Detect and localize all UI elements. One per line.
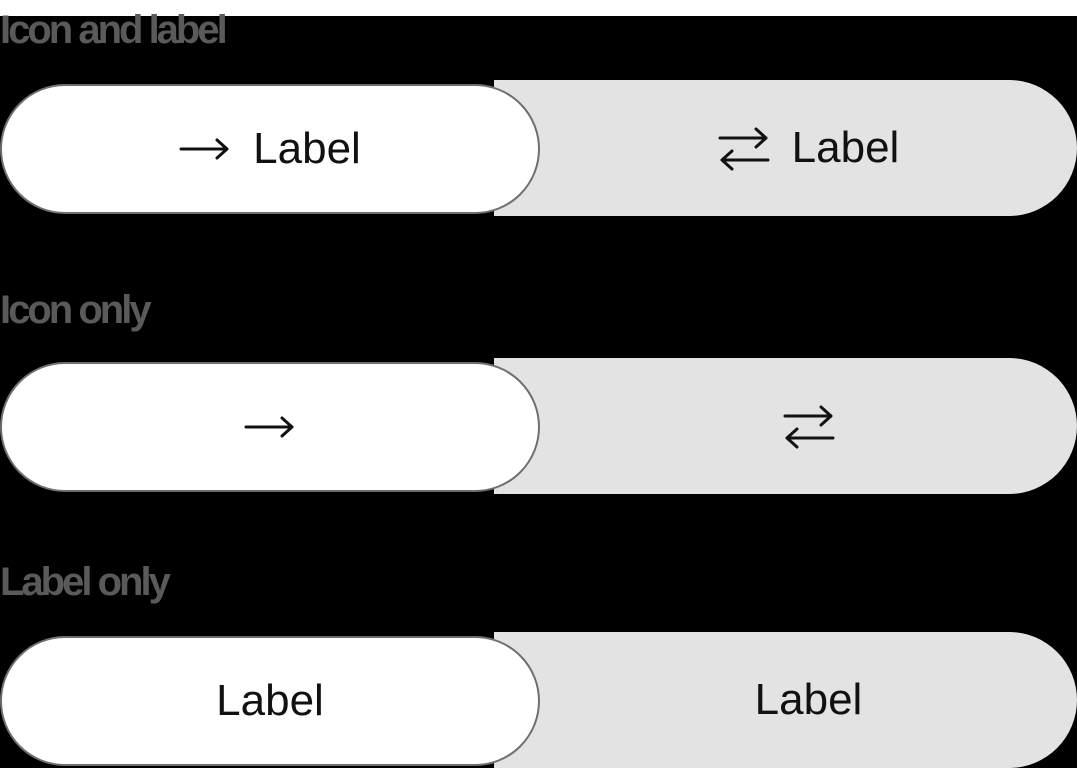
segment-swap[interactable] xyxy=(494,358,1077,494)
segment-label-unselected[interactable]: Label xyxy=(494,632,1077,768)
arrow-right-icon xyxy=(179,134,231,164)
segment-label: Label xyxy=(791,123,900,172)
section-title-icon-only: Icon only xyxy=(0,288,152,332)
top-strip xyxy=(0,0,1077,16)
arrow-right-icon xyxy=(244,412,296,442)
segmented-button-icon-and-label: Label Label xyxy=(0,80,1077,216)
segment-label: Label xyxy=(216,676,324,725)
segment-label-selected[interactable]: Label xyxy=(0,636,540,766)
swap-arrows-icon xyxy=(718,124,770,172)
section-title-label-only: Label only xyxy=(0,560,171,604)
segmented-button-label-only: Label Label xyxy=(0,632,1077,768)
swap-arrows-icon xyxy=(783,402,835,450)
segment-label: Label xyxy=(754,675,863,724)
segment-swap[interactable]: Label xyxy=(494,80,1077,216)
segment-arrow-selected[interactable] xyxy=(0,362,540,492)
segment-arrow-selected[interactable]: Label xyxy=(0,84,540,214)
section-title-icon-and-label: Icon and label xyxy=(0,8,228,52)
segmented-button-icon-only xyxy=(0,358,1077,494)
segment-label: Label xyxy=(253,124,361,173)
